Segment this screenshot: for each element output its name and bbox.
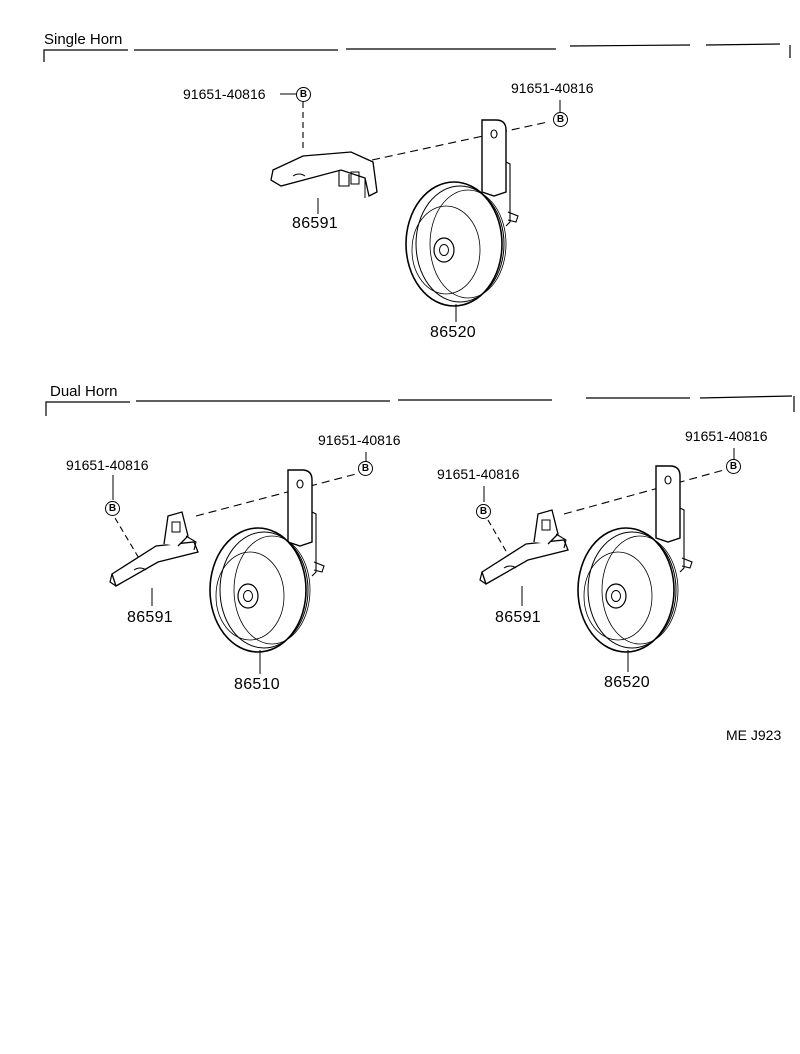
bolt-marker-icon: B (726, 459, 741, 474)
bolt-marker-icon: B (553, 112, 568, 127)
bolt-marker-icon: B (296, 87, 311, 102)
bolt-part-number: 91651-40816 (511, 80, 594, 96)
bolt-marker-icon: B (476, 504, 491, 519)
diagram-code: ME J923 (726, 727, 782, 743)
bolt-part-number: 91651-40816 (183, 86, 266, 102)
bolt-part-number: 91651-40816 (66, 457, 149, 473)
horn-part-number: 86510 (234, 676, 280, 693)
bracket-part-number: 86591 (495, 609, 541, 626)
horn-part-number: 86520 (604, 674, 650, 691)
single-horn-title: Single Horn (44, 31, 123, 48)
dual-horn-left-assembly (109, 452, 367, 674)
bracket-part-number: 86591 (292, 215, 338, 232)
dual-horn-frame (45, 395, 795, 416)
bolt-part-number: 91651-40816 (437, 466, 520, 482)
bolt-part-number: 91651-40816 (318, 432, 401, 448)
single-horn-assembly (270, 93, 561, 322)
dual-horn-title: Dual Horn (50, 383, 118, 400)
bolt-marker-icon: B (358, 461, 373, 476)
single-horn-frame (43, 43, 791, 62)
bolt-marker-icon: B (105, 501, 120, 516)
dual-horn-right-assembly (479, 448, 735, 672)
horn-part-number: 86520 (430, 324, 476, 341)
bolt-part-number: 91651-40816 (685, 428, 768, 444)
bracket-part-number: 86591 (127, 609, 173, 626)
